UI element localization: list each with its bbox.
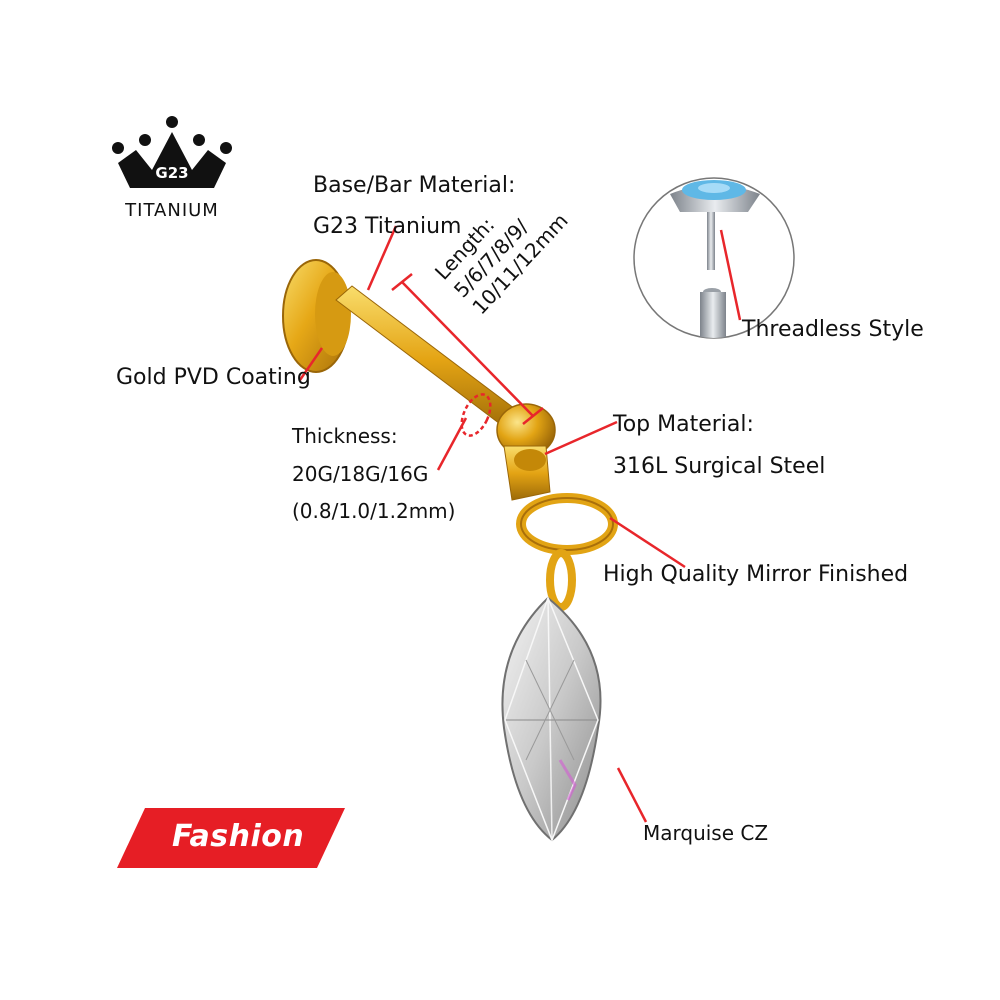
connector (503, 445, 551, 501)
top-material-value: 316L Surgical Steel (613, 454, 826, 479)
coating-label: Gold PVD Coating (116, 365, 311, 390)
jump-ring-large (516, 493, 618, 555)
thickness-gauge: 20G/18G/16G (292, 462, 429, 486)
base-material-title: Base/Bar Material: (313, 173, 516, 198)
finish-label: High Quality Mirror Finished (603, 562, 909, 587)
crown-grade-text: G23 (155, 164, 188, 182)
fashion-badge (117, 808, 345, 868)
threadless-label: Threadless Style (742, 317, 924, 342)
fashion-badge-text: Fashion (172, 819, 305, 854)
crown-icon: G23 (112, 116, 232, 188)
logo-material-text: TITANIUM (125, 200, 219, 221)
base-material-value: G23 Titanium (313, 214, 462, 239)
gem-label: Marquise CZ (643, 821, 769, 845)
jump-ring-small (546, 549, 576, 611)
pointer-lines (298, 225, 742, 823)
pointer-coating (298, 347, 324, 381)
pointer-top-material (544, 420, 618, 456)
marquise-gem (501, 595, 602, 843)
pointer-threadless (719, 229, 742, 321)
threadless-inset (633, 177, 795, 339)
thickness-title: Thickness: (292, 424, 398, 448)
labret-bar (335, 285, 528, 434)
top-material-title: Top Material: (613, 412, 754, 437)
length-dimension-line (391, 273, 544, 425)
pointer-base-material (366, 225, 398, 291)
thickness-marker (460, 393, 492, 437)
labret-disc (282, 259, 351, 373)
pointer-finish (609, 516, 686, 569)
pointer-gem (616, 767, 648, 823)
thickness-mm: (0.8/1.0/1.2mm) (292, 499, 456, 523)
